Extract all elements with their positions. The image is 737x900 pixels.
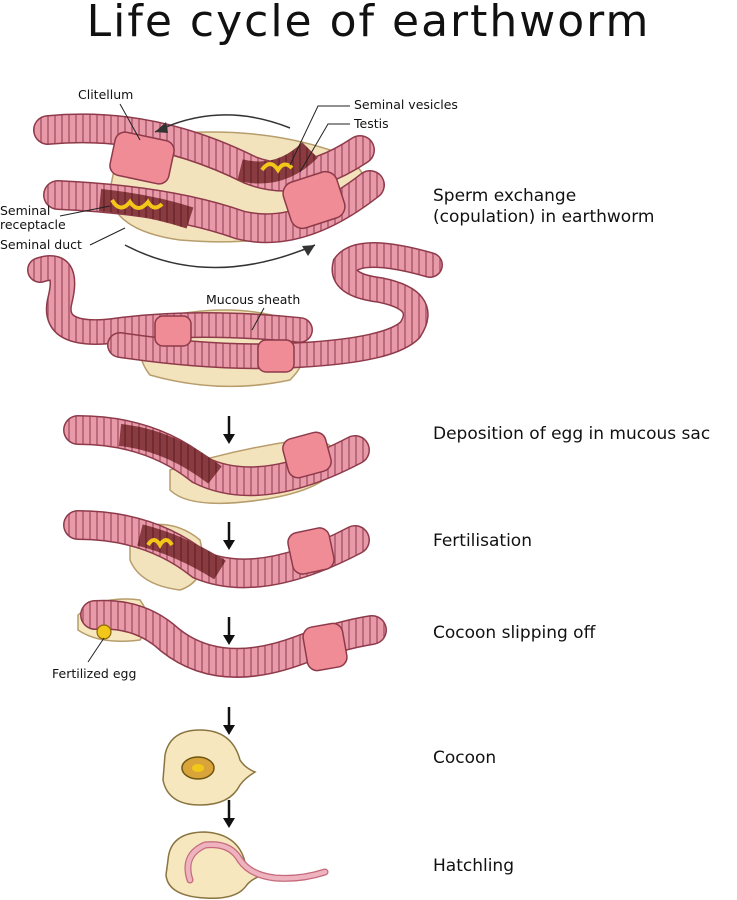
cocoon-illustration: [162, 729, 257, 806]
label-seminal-receptacle-line2: receptacle: [0, 217, 66, 232]
label-seminal-receptacle-line1: Seminal: [0, 203, 51, 218]
page-title: Life cycle of earthworm: [86, 0, 651, 47]
stage-label-cocoon: Cocoon: [433, 748, 497, 768]
down-arrow-icon: [223, 800, 235, 828]
copulation-illustration: [33, 103, 385, 269]
deposition-illustration: [63, 415, 370, 505]
label-seminal-vesicles: Seminal vesicles: [354, 97, 458, 112]
label-clitellum: Clitellum: [78, 87, 134, 102]
label-testis: Testis: [354, 116, 389, 131]
cocoon-slipping-illustration: [77, 598, 387, 678]
down-arrow-icon: [223, 617, 235, 645]
label-fertilized-egg: Fertilized egg: [52, 666, 137, 681]
stage-label-sperm-exchange-line2: (copulation) in earthworm: [433, 207, 655, 227]
label-seminal-duct: Seminal duct: [0, 237, 82, 252]
fertilisation-illustration: [63, 510, 370, 591]
down-arrow-icon: [223, 707, 235, 735]
down-arrow-icon: [223, 416, 235, 444]
mucous-sheath-illustration: [27, 242, 443, 388]
stage-label-hatchling: Hatchling: [433, 856, 514, 876]
stage-label-cocoon-slipping-off: Cocoon slipping off: [433, 623, 596, 643]
stage-label-deposition: Deposition of egg in mucous sac: [433, 424, 711, 444]
stage-label-sperm-exchange-line1: Sperm exchange: [433, 186, 577, 206]
down-arrow-icon: [223, 522, 235, 550]
hatchling-illustration: [165, 831, 329, 899]
label-mucous-sheath: Mucous sheath: [206, 292, 301, 307]
stage-label-fertilisation: Fertilisation: [433, 531, 532, 551]
